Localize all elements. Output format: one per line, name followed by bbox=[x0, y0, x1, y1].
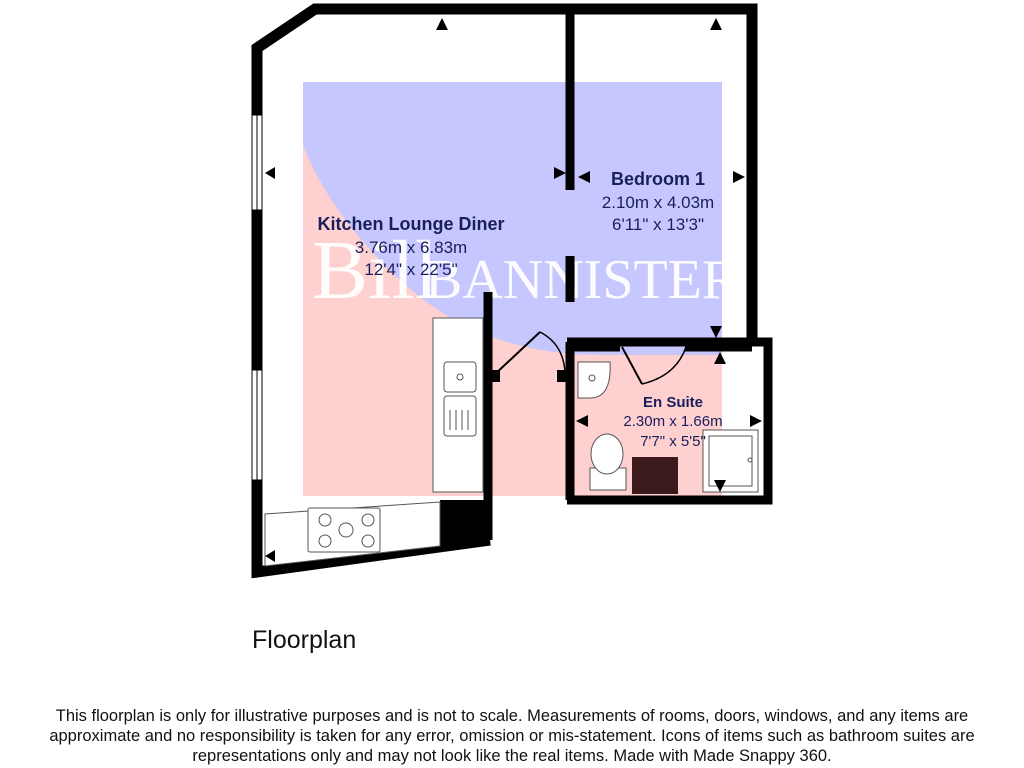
door-ensuite-leaf bbox=[621, 346, 643, 385]
room-dim-imperial: 7'7" x 5'5" bbox=[640, 433, 706, 450]
walls bbox=[251, 3, 773, 579]
watermark-line1: Bill bbox=[312, 224, 438, 317]
watermark-overlay: Bill BANNISTER bbox=[303, 82, 740, 496]
door-kitchen-leaf bbox=[492, 331, 541, 377]
room-name: Bedroom 1 bbox=[611, 169, 705, 189]
arrow-icon bbox=[750, 415, 762, 427]
floorplan-drawing: Bill BANNISTER bbox=[251, 3, 773, 579]
room-label-bedroom: Bedroom 1 2.10m x 4.03m 6'11" x 13'3" bbox=[602, 169, 714, 234]
room-name: Kitchen Lounge Diner bbox=[317, 214, 504, 234]
watermark-line2: BANNISTER bbox=[425, 249, 740, 311]
hob-ring bbox=[361, 534, 375, 548]
arrow-icon bbox=[714, 480, 726, 492]
watermark-blue-area bbox=[303, 82, 722, 355]
room-name: En Suite bbox=[643, 394, 703, 411]
room-dim-metric: 2.10m x 4.03m bbox=[602, 193, 714, 212]
hob-ring bbox=[338, 522, 354, 538]
dimension-arrows bbox=[265, 18, 762, 562]
arrow-icon bbox=[733, 171, 745, 183]
disclaimer-text: This floorplan is only for illustrative … bbox=[49, 707, 975, 765]
arrow-icon bbox=[710, 326, 722, 338]
hob-ring bbox=[318, 534, 332, 548]
arrow-icon bbox=[554, 167, 566, 179]
arrow-icon bbox=[578, 171, 590, 183]
room-dim-metric: 3.76m x 6.83m bbox=[355, 238, 467, 257]
arrow-icon bbox=[710, 18, 722, 30]
windows bbox=[251, 114, 263, 481]
arrow-icon bbox=[576, 415, 588, 427]
toilet-bowl bbox=[590, 433, 624, 475]
ensuite-cupboard bbox=[632, 457, 678, 494]
ensuite-fittings bbox=[577, 361, 759, 494]
outer-wall-ensuite bbox=[567, 337, 773, 505]
plan-title: Floorplan bbox=[252, 626, 357, 654]
arrow-icon bbox=[265, 550, 275, 562]
corner-block bbox=[440, 500, 492, 546]
hob-ring bbox=[361, 513, 375, 527]
arrow-icon bbox=[436, 18, 448, 30]
room-label-kitchen: Kitchen Lounge Diner 3.76m x 6.83m 12'4"… bbox=[317, 214, 504, 279]
room-label-ensuite: En Suite 2.30m x 1.66m 7'7" x 5'5" bbox=[623, 394, 722, 450]
hob-ring bbox=[318, 513, 332, 527]
room-dim-metric: 2.30m x 1.66m bbox=[623, 413, 722, 430]
room-dim-imperial: 12'4" x 22'5" bbox=[364, 260, 457, 279]
kitchen-fittings bbox=[264, 317, 484, 567]
room-dim-imperial: 6'11" x 13'3" bbox=[612, 215, 704, 234]
drainer bbox=[443, 395, 477, 437]
doors bbox=[490, 331, 687, 385]
arrow-icon bbox=[714, 352, 726, 364]
arrow-icon bbox=[265, 167, 275, 179]
outer-wall-kitchen-left bbox=[251, 3, 758, 579]
